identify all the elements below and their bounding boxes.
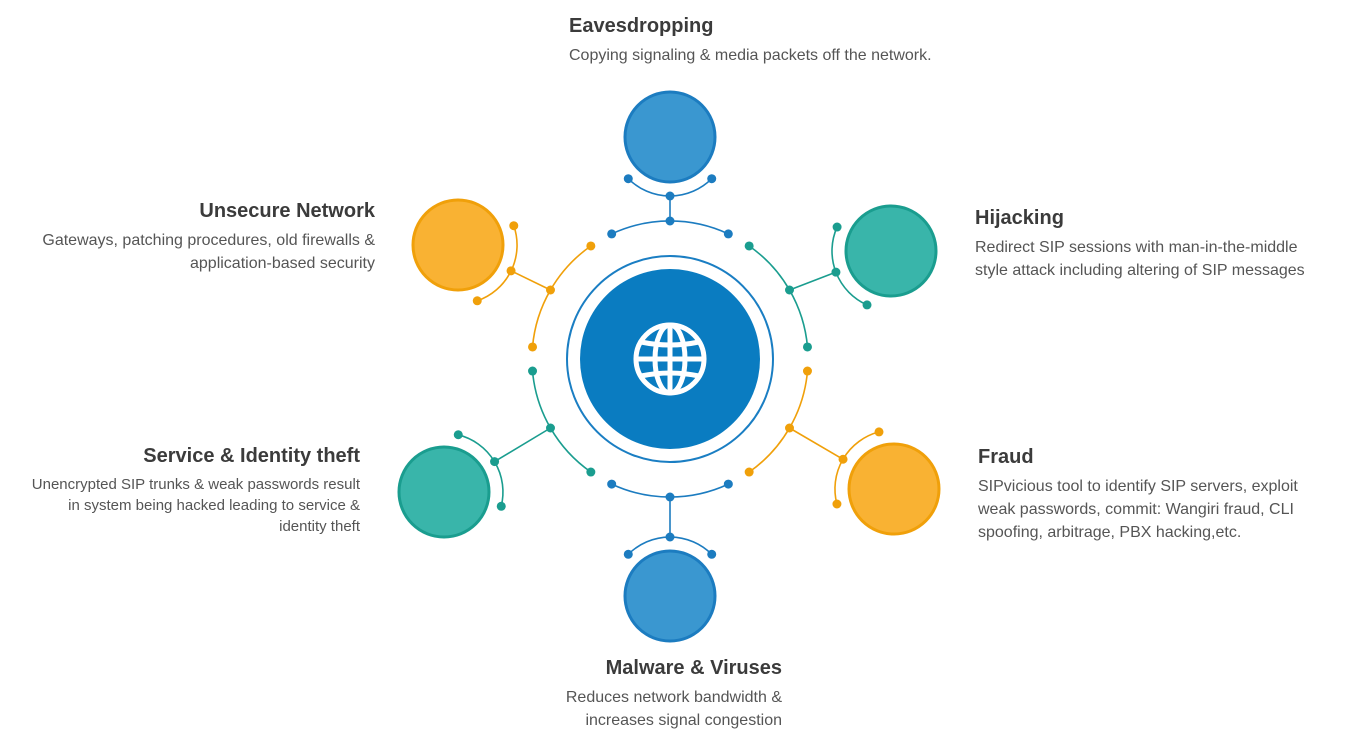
- arc-dot: [528, 366, 538, 376]
- node-fraud: [847, 442, 941, 536]
- node-unsecure-network: [411, 198, 505, 292]
- node-eavesdropping: [623, 90, 717, 184]
- label-unsecure-network: Unsecure Network Gateways, patching proc…: [40, 199, 375, 275]
- arc-dot: [586, 241, 596, 251]
- node-arc-dot: [665, 191, 675, 201]
- connector-line: [494, 427, 551, 463]
- node-arc-dot: [472, 296, 482, 306]
- node-arc-dot: [707, 549, 717, 559]
- arc-dot: [723, 479, 733, 489]
- label-identity-theft: Service & Identity theft Unencrypted SIP…: [20, 444, 360, 537]
- threat-description: SIPvicious tool to identify SIP servers,…: [978, 478, 1298, 541]
- node-arc-dot: [832, 499, 842, 509]
- label-hijacking: Hijacking Redirect SIP sessions with man…: [975, 206, 1315, 282]
- node-arc-dot: [496, 501, 506, 511]
- inner-arc-ring: [528, 216, 812, 502]
- threat-description: Gateways, patching procedures, old firew…: [42, 232, 375, 272]
- node-arc-dot: [623, 549, 633, 559]
- arc-dot: [607, 229, 617, 239]
- node-arc-dot: [832, 222, 842, 232]
- threat-description: Copying signaling & media packets off th…: [569, 47, 932, 64]
- node-hijacking: [844, 204, 938, 298]
- threat-nodes: [397, 90, 941, 643]
- connector-line: [789, 427, 844, 460]
- arc-dot: [802, 342, 812, 352]
- inner-arc: [748, 370, 809, 473]
- threat-title: Service & Identity theft: [143, 445, 360, 467]
- node-identity-theft: [397, 445, 491, 539]
- label-fraud: Fraud SIPvicious tool to identify SIP se…: [978, 445, 1333, 544]
- node-arc-dot: [862, 300, 872, 310]
- connector-line: [789, 271, 837, 291]
- arc-dot: [802, 366, 812, 376]
- node-arc-dot: [838, 454, 848, 464]
- globe-icon: [633, 322, 707, 396]
- node-arc-dot: [453, 430, 463, 440]
- node-arc-dot: [665, 532, 675, 542]
- center-outer-ring: [566, 255, 774, 463]
- node-arc-dot: [509, 221, 519, 231]
- threat-title: Hijacking: [975, 207, 1064, 229]
- node-arc-dot: [506, 266, 516, 276]
- inner-arc: [748, 245, 809, 348]
- node-arc-dot: [490, 457, 500, 467]
- threat-description: Redirect SIP sessions with man-in-the-mi…: [975, 239, 1305, 279]
- arc-dot: [744, 241, 754, 251]
- node-arc-dot: [831, 267, 841, 277]
- threat-title: Eavesdropping: [569, 15, 714, 37]
- inner-arc: [531, 245, 592, 348]
- threat-description: Reduces network bandwidth & increases si…: [565, 689, 782, 729]
- node-arc-dot: [623, 174, 633, 184]
- node-arc-dot: [707, 174, 717, 184]
- connector-line: [510, 270, 551, 291]
- label-malware: Malware & Viruses Reduces network bandwi…: [500, 656, 782, 732]
- inner-arc: [531, 370, 592, 473]
- threat-title: Fraud: [978, 446, 1034, 468]
- connector-lines: [453, 174, 884, 559]
- arc-dot: [586, 467, 596, 477]
- threat-description: Unencrypted SIP trunks & weak passwords …: [31, 476, 360, 535]
- arc-dot: [744, 467, 754, 477]
- label-eavesdropping: Eavesdropping Copying signaling & media …: [569, 14, 949, 67]
- arc-dot: [723, 229, 733, 239]
- node-malware: [623, 549, 717, 643]
- threat-title: Malware & Viruses: [605, 657, 782, 679]
- node-arc-dot: [874, 427, 884, 437]
- arc-dot: [607, 479, 617, 489]
- threat-title: Unsecure Network: [199, 200, 375, 222]
- arc-dot: [528, 342, 538, 352]
